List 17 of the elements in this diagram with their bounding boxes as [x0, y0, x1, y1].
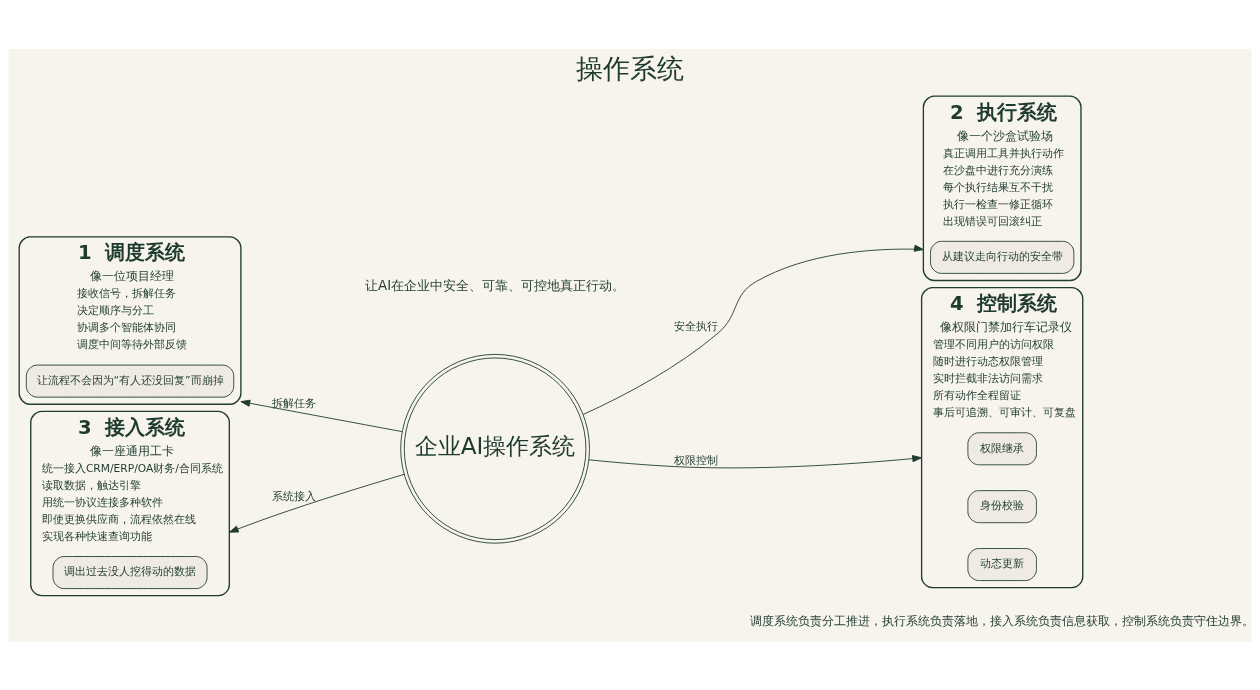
caption: 调度系统负责分工推进，执行系统负责落地，接入系统负责信息获取，控制系统负责守住边界。 — [750, 613, 1255, 628]
node-box: 权限继承 — [967, 431, 1037, 465]
edge-label: 拆解任务 — [271, 396, 316, 410]
node-box: 动态更新 — [967, 547, 1037, 581]
arrow — [240, 399, 403, 432]
edge-label: 系统接入 — [271, 489, 316, 503]
label: 让AI在企业中安全、可靠、可控地真正行动。 — [365, 277, 626, 293]
arrow — [588, 454, 923, 468]
node-box: 调出过去没人挖得动的数据 — [52, 555, 208, 589]
arrow — [228, 473, 405, 533]
node-box: 让流程不会因为“有人还没回复”而崩掉 — [25, 364, 235, 398]
arrow — [582, 244, 924, 415]
edge-label: 安全执行 — [674, 319, 719, 333]
node-box: 从建议走向行动的安全带 — [930, 240, 1075, 274]
diagram-title: 操作系统 — [576, 51, 684, 83]
node-box: 身份校验 — [967, 489, 1037, 523]
edge-label: 权限控制 — [674, 453, 719, 467]
